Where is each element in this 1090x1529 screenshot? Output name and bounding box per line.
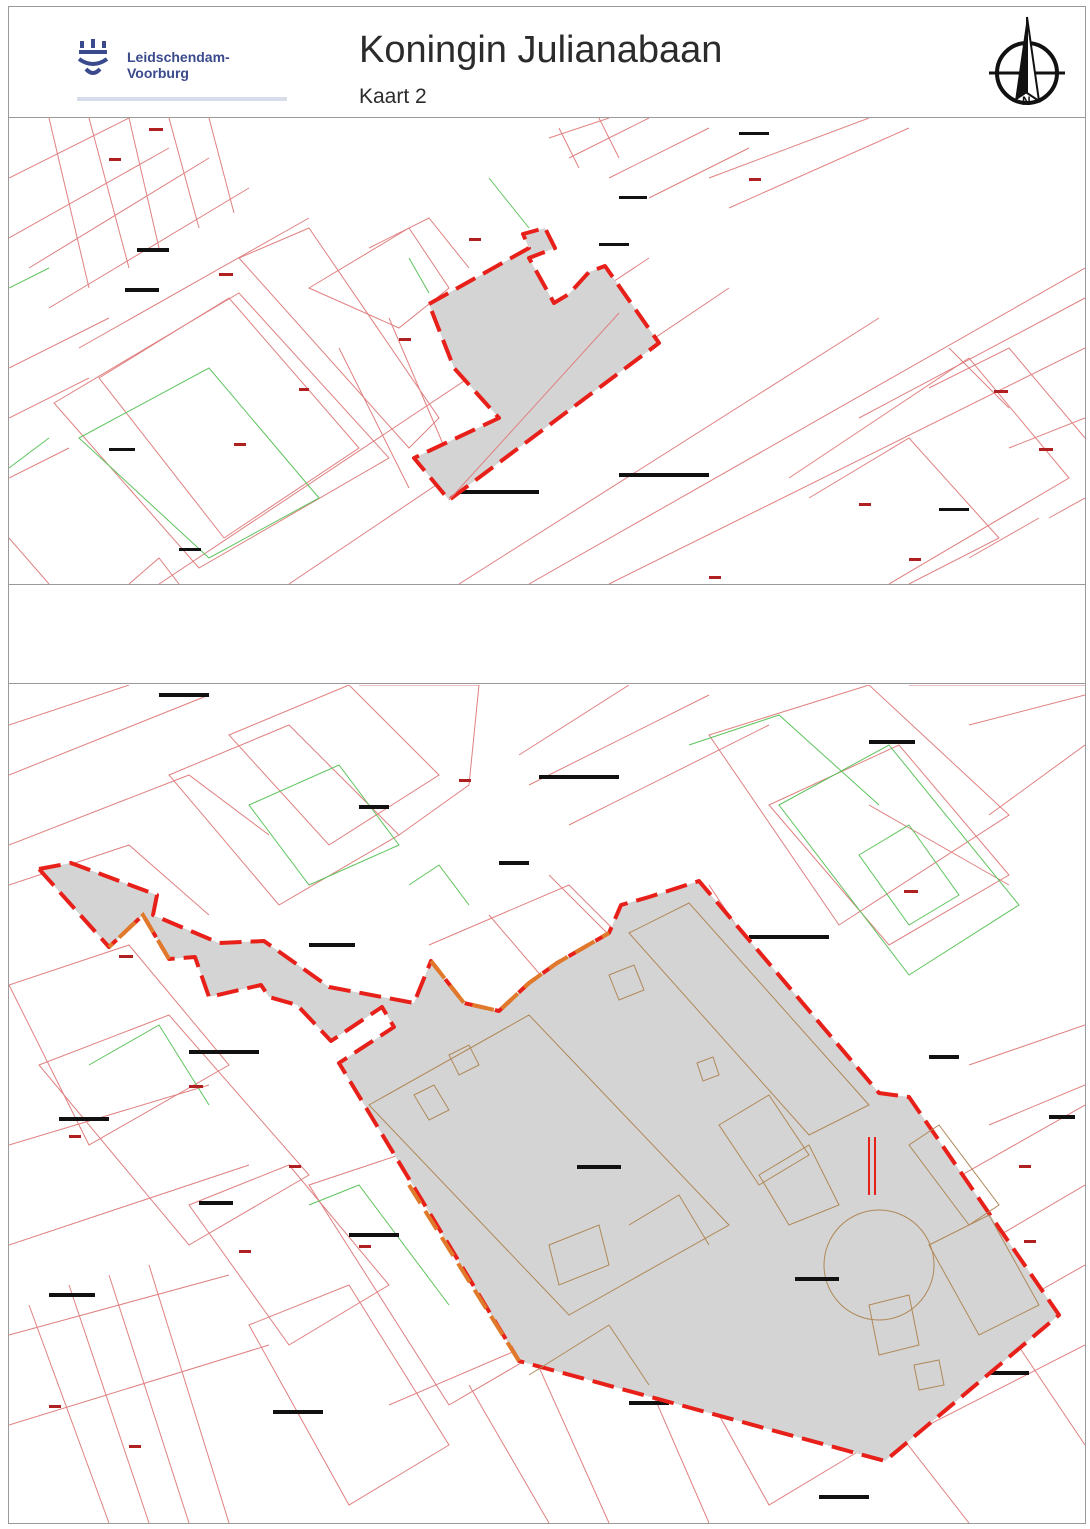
plan-area-structures (368, 902, 1040, 1391)
parcel-labels (49, 779, 1036, 1448)
plan-area-bottom (37, 861, 1061, 1463)
logo-tagline (77, 97, 287, 101)
cadastral-map-top (9, 118, 1085, 584)
parcel-lines (9, 118, 1085, 584)
street-labels (109, 132, 969, 551)
logo-line-1: Leidschendam- (127, 49, 230, 65)
map-sheet: Leidschendam- Voorburg Koningin Julianab… (8, 6, 1086, 1524)
plan-internal-line (448, 312, 620, 501)
svg-text:N: N (1022, 94, 1031, 108)
building-outlines (9, 177, 530, 559)
map-subtitle: Kaart 2 (359, 85, 427, 108)
cadastral-map-bottom (9, 685, 1085, 1523)
plan-area-edge-highlights (107, 911, 610, 1363)
plan-labels (309, 943, 839, 1281)
logo-wordmark: Leidschendam- Voorburg (127, 49, 230, 81)
logo-line-2: Voorburg (127, 65, 189, 81)
building-outlines (88, 714, 1020, 1306)
map-separator (9, 584, 1085, 684)
plan-area-top (412, 226, 661, 502)
title-block: Leidschendam- Voorburg Koningin Julianab… (9, 7, 1085, 118)
municipality-logo: Leidschendam- Voorburg (77, 37, 297, 107)
municipality-crest-icon (77, 39, 109, 75)
north-arrow-icon: N (989, 16, 1065, 108)
map-title: Koningin Julianabaan (359, 29, 723, 71)
